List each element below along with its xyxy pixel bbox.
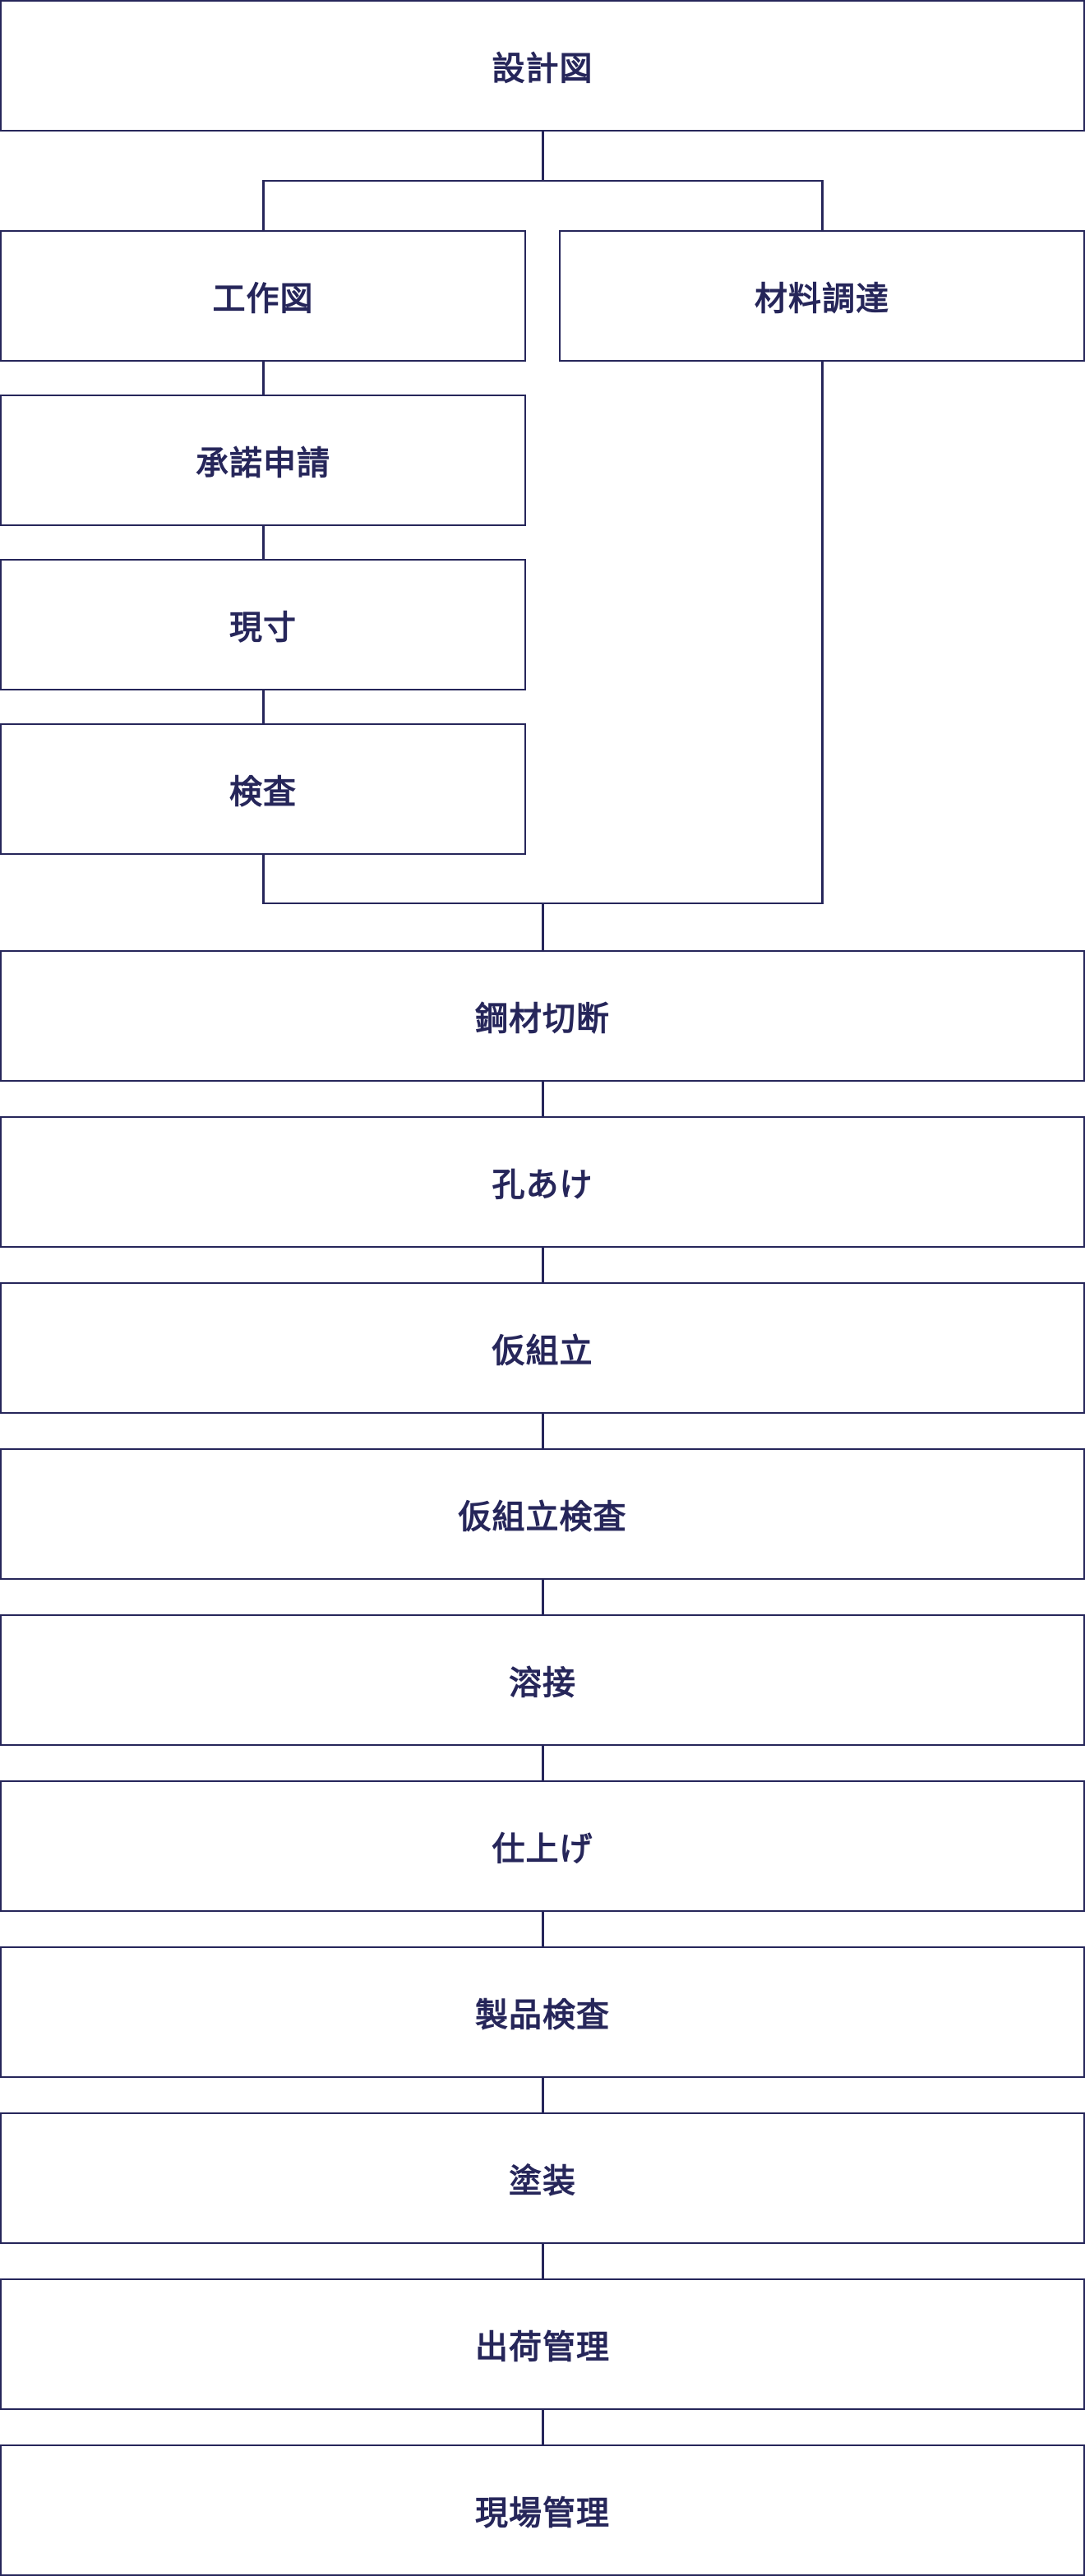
step-drilling: 孔あけ	[0, 1116, 1085, 1248]
step-label: 製品検査	[475, 1997, 610, 2034]
connector-welding-finishing	[542, 1744, 544, 1782]
connector-to-shop-drawing	[262, 180, 265, 231]
connector-shipping-site	[542, 2408, 544, 2446]
step-label: 検査	[229, 773, 297, 811]
step-trial-assembly-inspection: 仮組立検査	[0, 1448, 1085, 1580]
step-label: 仮組立	[492, 1332, 593, 1370]
connector-cutting-drilling	[542, 1080, 544, 1118]
step-label: 鋼材切断	[475, 1000, 610, 1038]
connector-shop-drawing-approval	[262, 360, 265, 396]
connector-design-down	[542, 130, 544, 181]
step-product-inspection: 製品検査	[0, 1946, 1085, 2078]
step-label: 出荷管理	[475, 2329, 610, 2366]
step-cutting: 鋼材切断	[0, 950, 1085, 1082]
step-label: 現寸	[229, 609, 297, 647]
connector-inspection-welding	[542, 1578, 544, 1616]
connector-drilling-trial-assembly	[542, 1246, 544, 1284]
connector-to-material	[821, 180, 824, 231]
step-welding: 溶接	[0, 1614, 1085, 1746]
step-label: 承諾申請	[196, 445, 330, 482]
step-material: 材料調達	[559, 230, 1085, 362]
step-approval: 承諾申請	[0, 395, 526, 526]
step-shop-drawing: 工作図	[0, 230, 526, 362]
step-label: 仮組立検査	[458, 1498, 627, 1536]
step-site: 現場管理	[0, 2444, 1085, 2576]
connector-material-down	[821, 360, 824, 904]
step-finishing: 仕上げ	[0, 1780, 1085, 1912]
step-label: 現場管理	[475, 2495, 610, 2532]
step-painting: 塗装	[0, 2112, 1085, 2244]
connector-inspection-down	[262, 853, 265, 904]
step-label: 設計図	[492, 50, 593, 88]
connector-finishing-product-inspection	[542, 1910, 544, 1948]
step-label: 溶接	[509, 1664, 576, 1702]
step-label: 工作図	[212, 280, 314, 318]
step-trial-assembly: 仮組立	[0, 1282, 1085, 1414]
connector-trial-assembly-inspection	[542, 1412, 544, 1450]
connector-join-cutting	[542, 903, 544, 952]
connector-approval-full-scale	[262, 524, 265, 561]
step-shipping: 出荷管理	[0, 2278, 1085, 2410]
step-inspection: 検査	[0, 723, 526, 855]
connector-painting-shipping	[542, 2242, 544, 2280]
connector-branch-split	[262, 180, 824, 182]
connector-product-inspection-painting	[542, 2076, 544, 2114]
step-design: 設計図	[0, 0, 1085, 132]
step-full-scale: 現寸	[0, 559, 526, 690]
step-label: 孔あけ	[492, 1166, 593, 1204]
step-label: 材料調達	[755, 280, 889, 318]
step-label: 塗装	[509, 2163, 576, 2200]
step-label: 仕上げ	[492, 1830, 593, 1868]
connector-full-scale-inspection	[262, 689, 265, 725]
